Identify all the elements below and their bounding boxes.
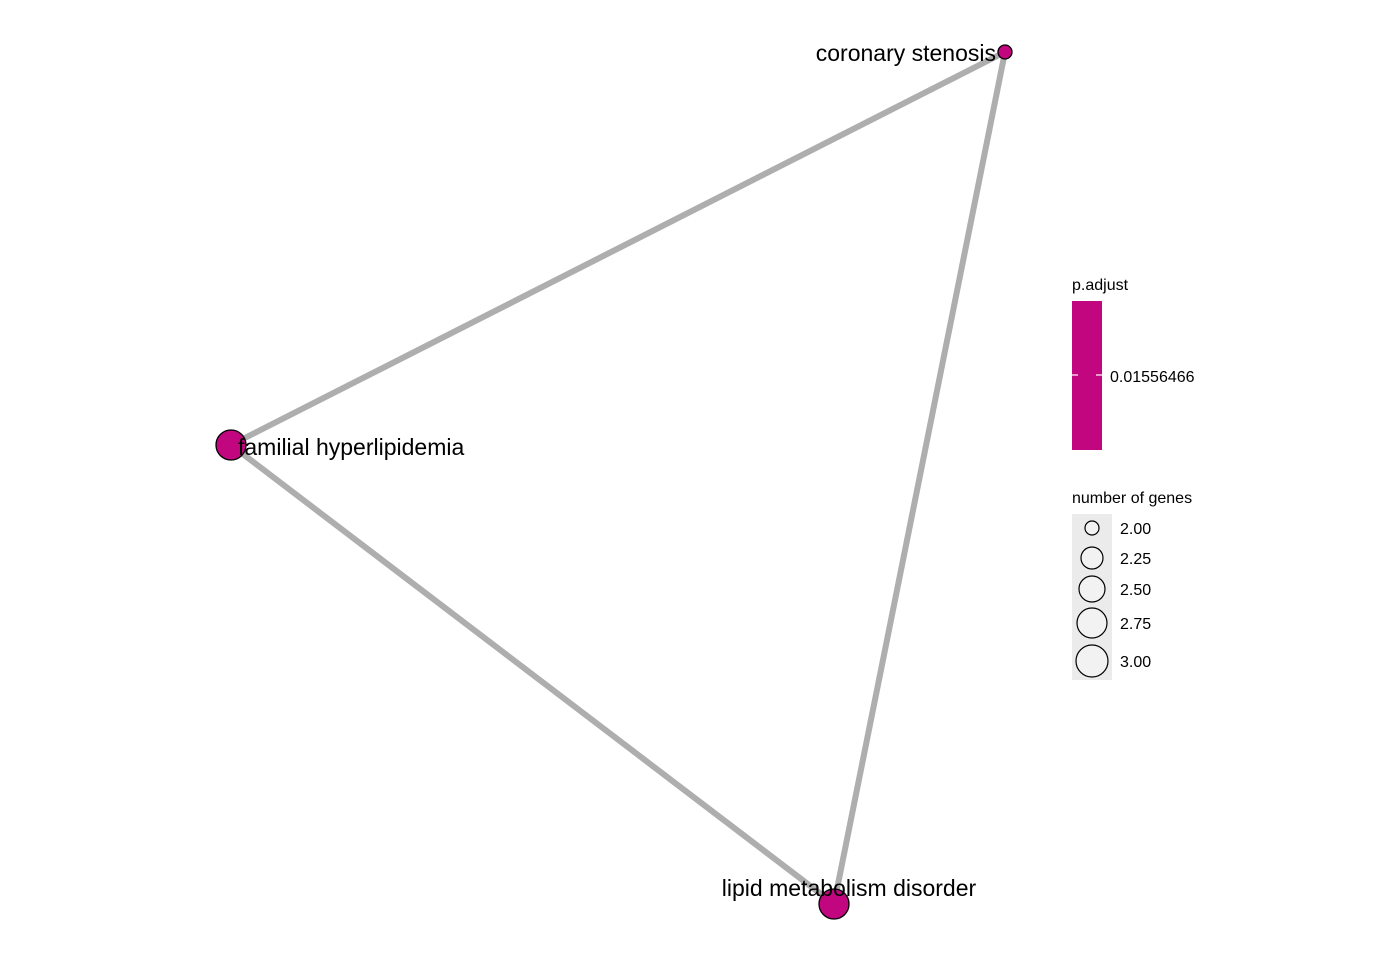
edge-familial-lipid [229, 442, 836, 907]
size-legend: number of genes 2.00 2.25 2.50 2.75 3.00 [1072, 490, 1192, 680]
label-coronary-stenosis: coronary stenosis [816, 40, 996, 66]
size-legend-label-3-00: 3.00 [1120, 654, 1151, 671]
size-legend-circle-2-50 [1078, 575, 1106, 603]
labels-layer: coronary stenosis familial hyperlipidemi… [238, 40, 996, 901]
size-legend-label-2-50: 2.50 [1120, 582, 1151, 599]
size-legend-circle-3-00 [1075, 644, 1109, 678]
size-legend-circle-2-25 [1080, 546, 1104, 570]
edge-coronary-familial [229, 49, 1007, 448]
size-legend-label-2-00: 2.00 [1120, 521, 1151, 538]
size-legend-circle-2-00 [1084, 520, 1100, 536]
size-legend-label-2-75: 2.75 [1120, 616, 1151, 633]
node-coronary-stenosis[interactable] [997, 44, 1013, 60]
color-legend: p.adjust 0.01556466 [1072, 277, 1195, 450]
color-legend-title: p.adjust [1072, 277, 1129, 294]
size-legend-title: number of genes [1072, 490, 1192, 507]
label-lipid-metabolism-disorder: lipid metabolism disorder [722, 875, 977, 901]
node-lipid-metabolism-disorder[interactable] [818, 888, 850, 920]
node-familial-hyperlipidemia[interactable] [215, 429, 247, 461]
nodes-layer [215, 44, 1013, 920]
edges-layer [229, 49, 1008, 907]
size-legend-label-2-25: 2.25 [1120, 551, 1151, 568]
color-legend-value: 0.01556466 [1110, 369, 1195, 386]
edge-coronary-lipid [831, 51, 1008, 905]
label-familial-hyperlipidemia: familial hyperlipidemia [238, 434, 464, 460]
size-legend-circle-2-75 [1076, 607, 1108, 639]
